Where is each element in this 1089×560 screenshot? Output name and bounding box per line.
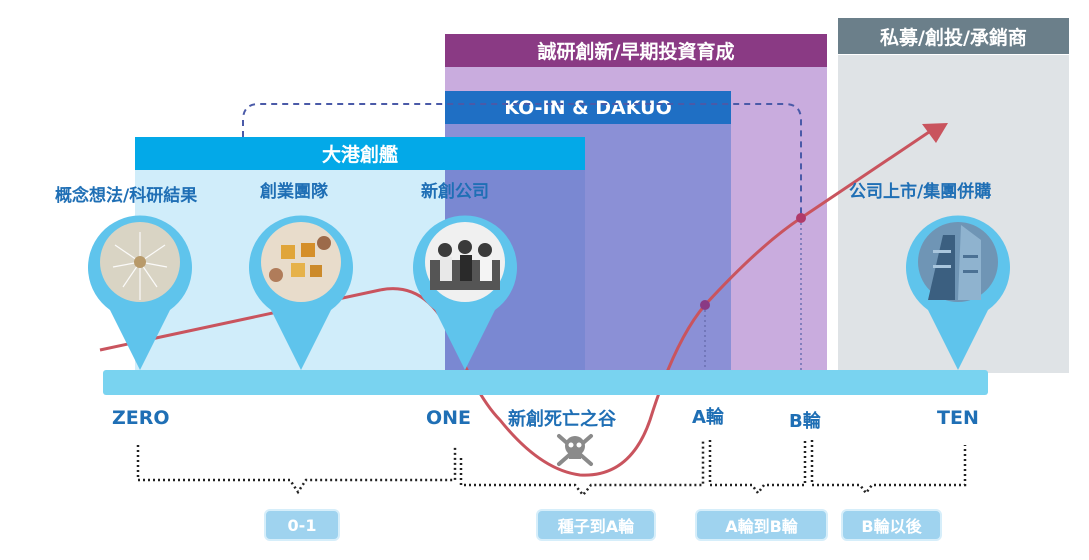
puzzle-hands-icon [269, 236, 331, 282]
b-round-dot [796, 213, 806, 223]
private-equity-title: 私募/創投/承銷商 [838, 18, 1069, 54]
koin-title: KO-IN & DAKUO [445, 91, 731, 124]
axis-bar [103, 370, 988, 395]
pin-startup [413, 215, 517, 370]
skull-icon [557, 434, 593, 466]
axis-label-ten: TEN [937, 407, 979, 429]
stage-label-startup: 新創公司 [421, 182, 489, 202]
brace-0-1 [136, 445, 457, 495]
brace-b-after [810, 440, 967, 496]
valley-label: 新創死亡之谷 [508, 409, 616, 430]
dashed-connector [242, 103, 802, 220]
axis-label-b-round: B輪 [789, 411, 821, 432]
arrow-head-icon [922, 123, 948, 143]
brace-seed-a [459, 440, 705, 498]
brace-a-b [708, 440, 807, 496]
skyscraper-icon [928, 225, 981, 300]
pin-idea [88, 215, 192, 370]
stage-label-team: 創業團隊 [260, 182, 328, 202]
pin-ipo [906, 215, 1010, 370]
a-round-dot [700, 300, 710, 310]
axis-label-a-round: A輪 [692, 407, 724, 428]
chengyan-title: 誠研創新/早期投資育成 [445, 34, 827, 67]
axis-label-zero: ZERO [112, 407, 170, 429]
incubator-title: 大港創艦 [135, 137, 585, 170]
stage-label-idea: 概念想法/科研結果 [55, 186, 198, 206]
phase-pill-seed-a: 種子到A輪 [536, 509, 656, 541]
stage-label-ipo: 公司上市/集團併購 [849, 182, 992, 202]
phase-pill-a-b: A輪到B輪 [695, 509, 828, 541]
pin-team [249, 215, 353, 370]
phase-pill-b-after: B輪以後 [841, 509, 942, 541]
axis-label-one: ONE [426, 407, 472, 429]
phase-pill-0-1: 0-1 [264, 509, 340, 541]
team-highfive-icon [430, 240, 500, 290]
